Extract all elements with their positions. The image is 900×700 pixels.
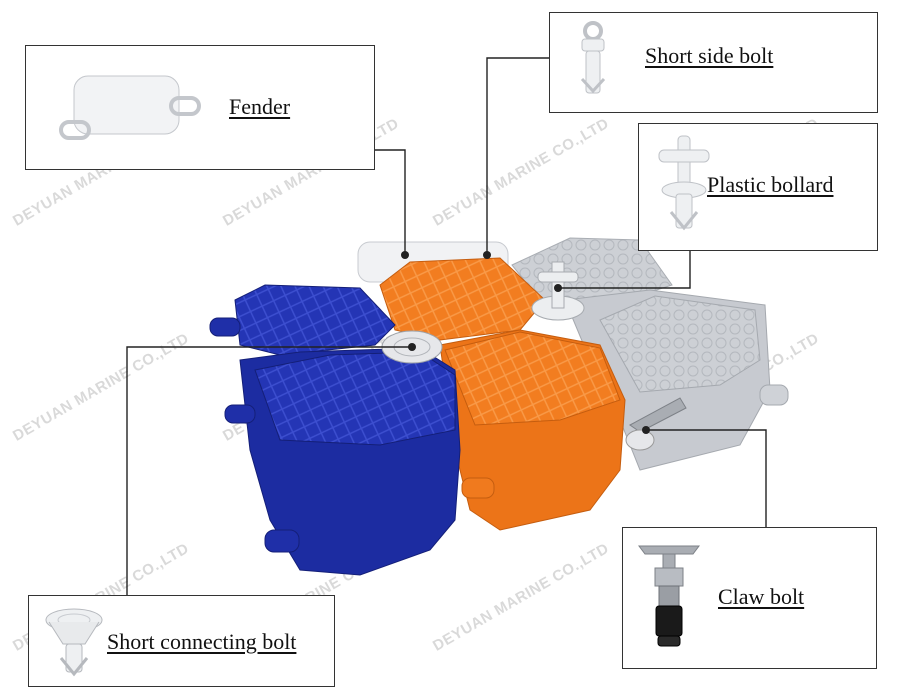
callout-short-connecting-bolt: Short connecting bolt xyxy=(28,595,335,687)
label-short-connecting-bolt: Short connecting bolt xyxy=(107,629,297,654)
callout-fender: Fender xyxy=(25,45,375,170)
short-side-bolt-thumbnail xyxy=(580,21,606,94)
claw-bolt-thumbnail xyxy=(638,545,700,647)
grey-cube-front xyxy=(564,289,789,471)
short-connecting-bolt-thumbnail xyxy=(45,608,103,677)
claw-bolt-part xyxy=(625,397,687,451)
blue-cube-back xyxy=(209,284,396,356)
label-fender: Fender xyxy=(229,94,291,119)
callout-plastic-bollard: Plastic bollard xyxy=(638,123,878,251)
callout-claw-bolt: Claw bolt xyxy=(622,527,877,669)
label-claw-bolt: Claw bolt xyxy=(718,584,805,609)
blue-cube-front xyxy=(224,347,461,576)
callout-short-side-bolt: Short side bolt xyxy=(549,12,878,113)
leader-lines xyxy=(126,57,767,595)
bollard-part xyxy=(531,261,585,321)
fender-thumbnail xyxy=(59,75,201,140)
label-plastic-bollard: Plastic bollard xyxy=(707,172,834,197)
leader-dots xyxy=(401,251,650,434)
label-short-side-bolt: Short side bolt xyxy=(645,43,774,68)
plastic-bollard-thumbnail xyxy=(658,135,710,231)
orange-cube-front xyxy=(439,329,626,531)
